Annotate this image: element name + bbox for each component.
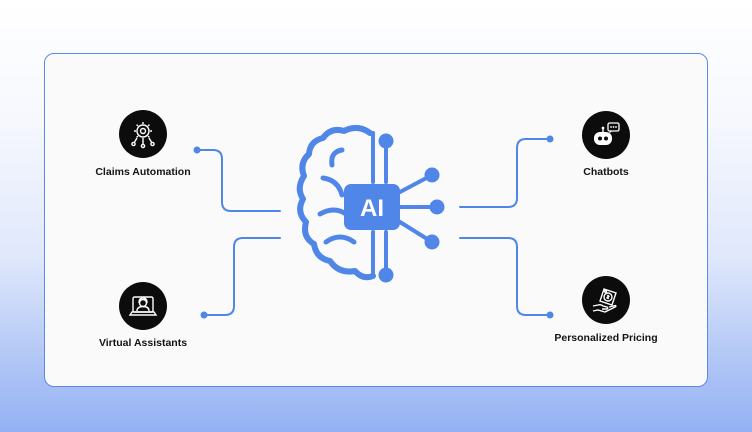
connector-dot-pricing: [546, 311, 554, 319]
brain-chip-icon: [296, 125, 439, 281]
connector-virtual: [203, 237, 281, 316]
ai-chip: [344, 184, 400, 230]
chatbot-icon: [582, 111, 630, 159]
support-agent-laptop-icon: [119, 282, 167, 330]
connector-chatbots: [459, 138, 551, 208]
connector-dot-claims: [193, 146, 201, 154]
ai-chip-label: AI: [360, 195, 384, 222]
connector-claims: [196, 149, 281, 212]
node-label-virtual: Virtual Assistants: [98, 337, 188, 349]
connector-pricing: [459, 237, 551, 316]
node-label-claims: Claims Automation: [95, 166, 191, 178]
node-label-chatbots: Chatbots: [583, 166, 629, 178]
gear-network-icon: [119, 110, 167, 158]
node-label-pricing: Personalized Pricing: [554, 332, 658, 344]
circuit-nodes: [378, 133, 445, 283]
hand-price-tag-icon: [582, 276, 630, 324]
connector-dot-virtual: [200, 311, 208, 319]
connector-dot-chatbots: [546, 135, 554, 143]
